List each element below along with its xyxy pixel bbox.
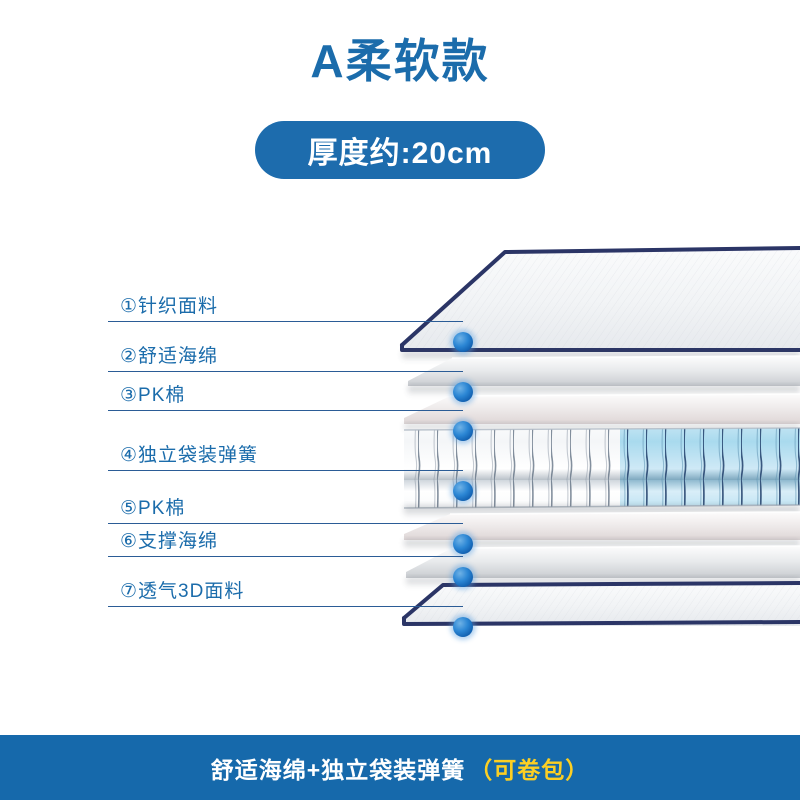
layer-pocket-spring [403, 427, 800, 518]
callout-dot-5 [453, 534, 473, 554]
callout-line-4 [108, 470, 463, 471]
callout-dot-1 [453, 332, 473, 352]
thickness-badge: 厚度约:20cm [255, 121, 545, 179]
callout-dot-4 [453, 481, 473, 501]
callout-line-1 [108, 321, 463, 322]
callout-label-4: ④独立袋装弹簧 [120, 445, 259, 466]
bottom-banner-main-text: 舒适海绵+独立袋装弹簧 [210, 756, 466, 783]
callout-label-6: ⑥支撑海绵 [120, 531, 219, 552]
callout-label-7: ⑦透气3D面料 [120, 581, 245, 602]
callout-dot-2 [453, 382, 473, 402]
callout-line-6 [108, 556, 463, 557]
callout-line-5 [108, 523, 463, 524]
thickness-badge-label: 厚度约:20cm [307, 137, 493, 170]
callout-line-7 [108, 606, 463, 607]
callout-line-3 [108, 410, 463, 411]
callout-label-1: ①针织面料 [120, 296, 219, 317]
callout-line-2 [108, 371, 463, 372]
callout-label-3: ③PK棉 [120, 385, 186, 406]
page-title: A柔软款 [310, 35, 490, 87]
bottom-banner: 舒适海绵+独立袋装弹簧 （可卷包） [0, 735, 800, 800]
callout-dot-7 [453, 617, 473, 637]
bottom-banner-accent-text: （可卷包） [469, 756, 590, 783]
callout-label-2: ②舒适海绵 [120, 346, 219, 367]
callout-dot-3 [453, 421, 473, 441]
callout-label-5: ⑤PK棉 [120, 498, 186, 519]
callout-dot-6 [453, 567, 473, 587]
